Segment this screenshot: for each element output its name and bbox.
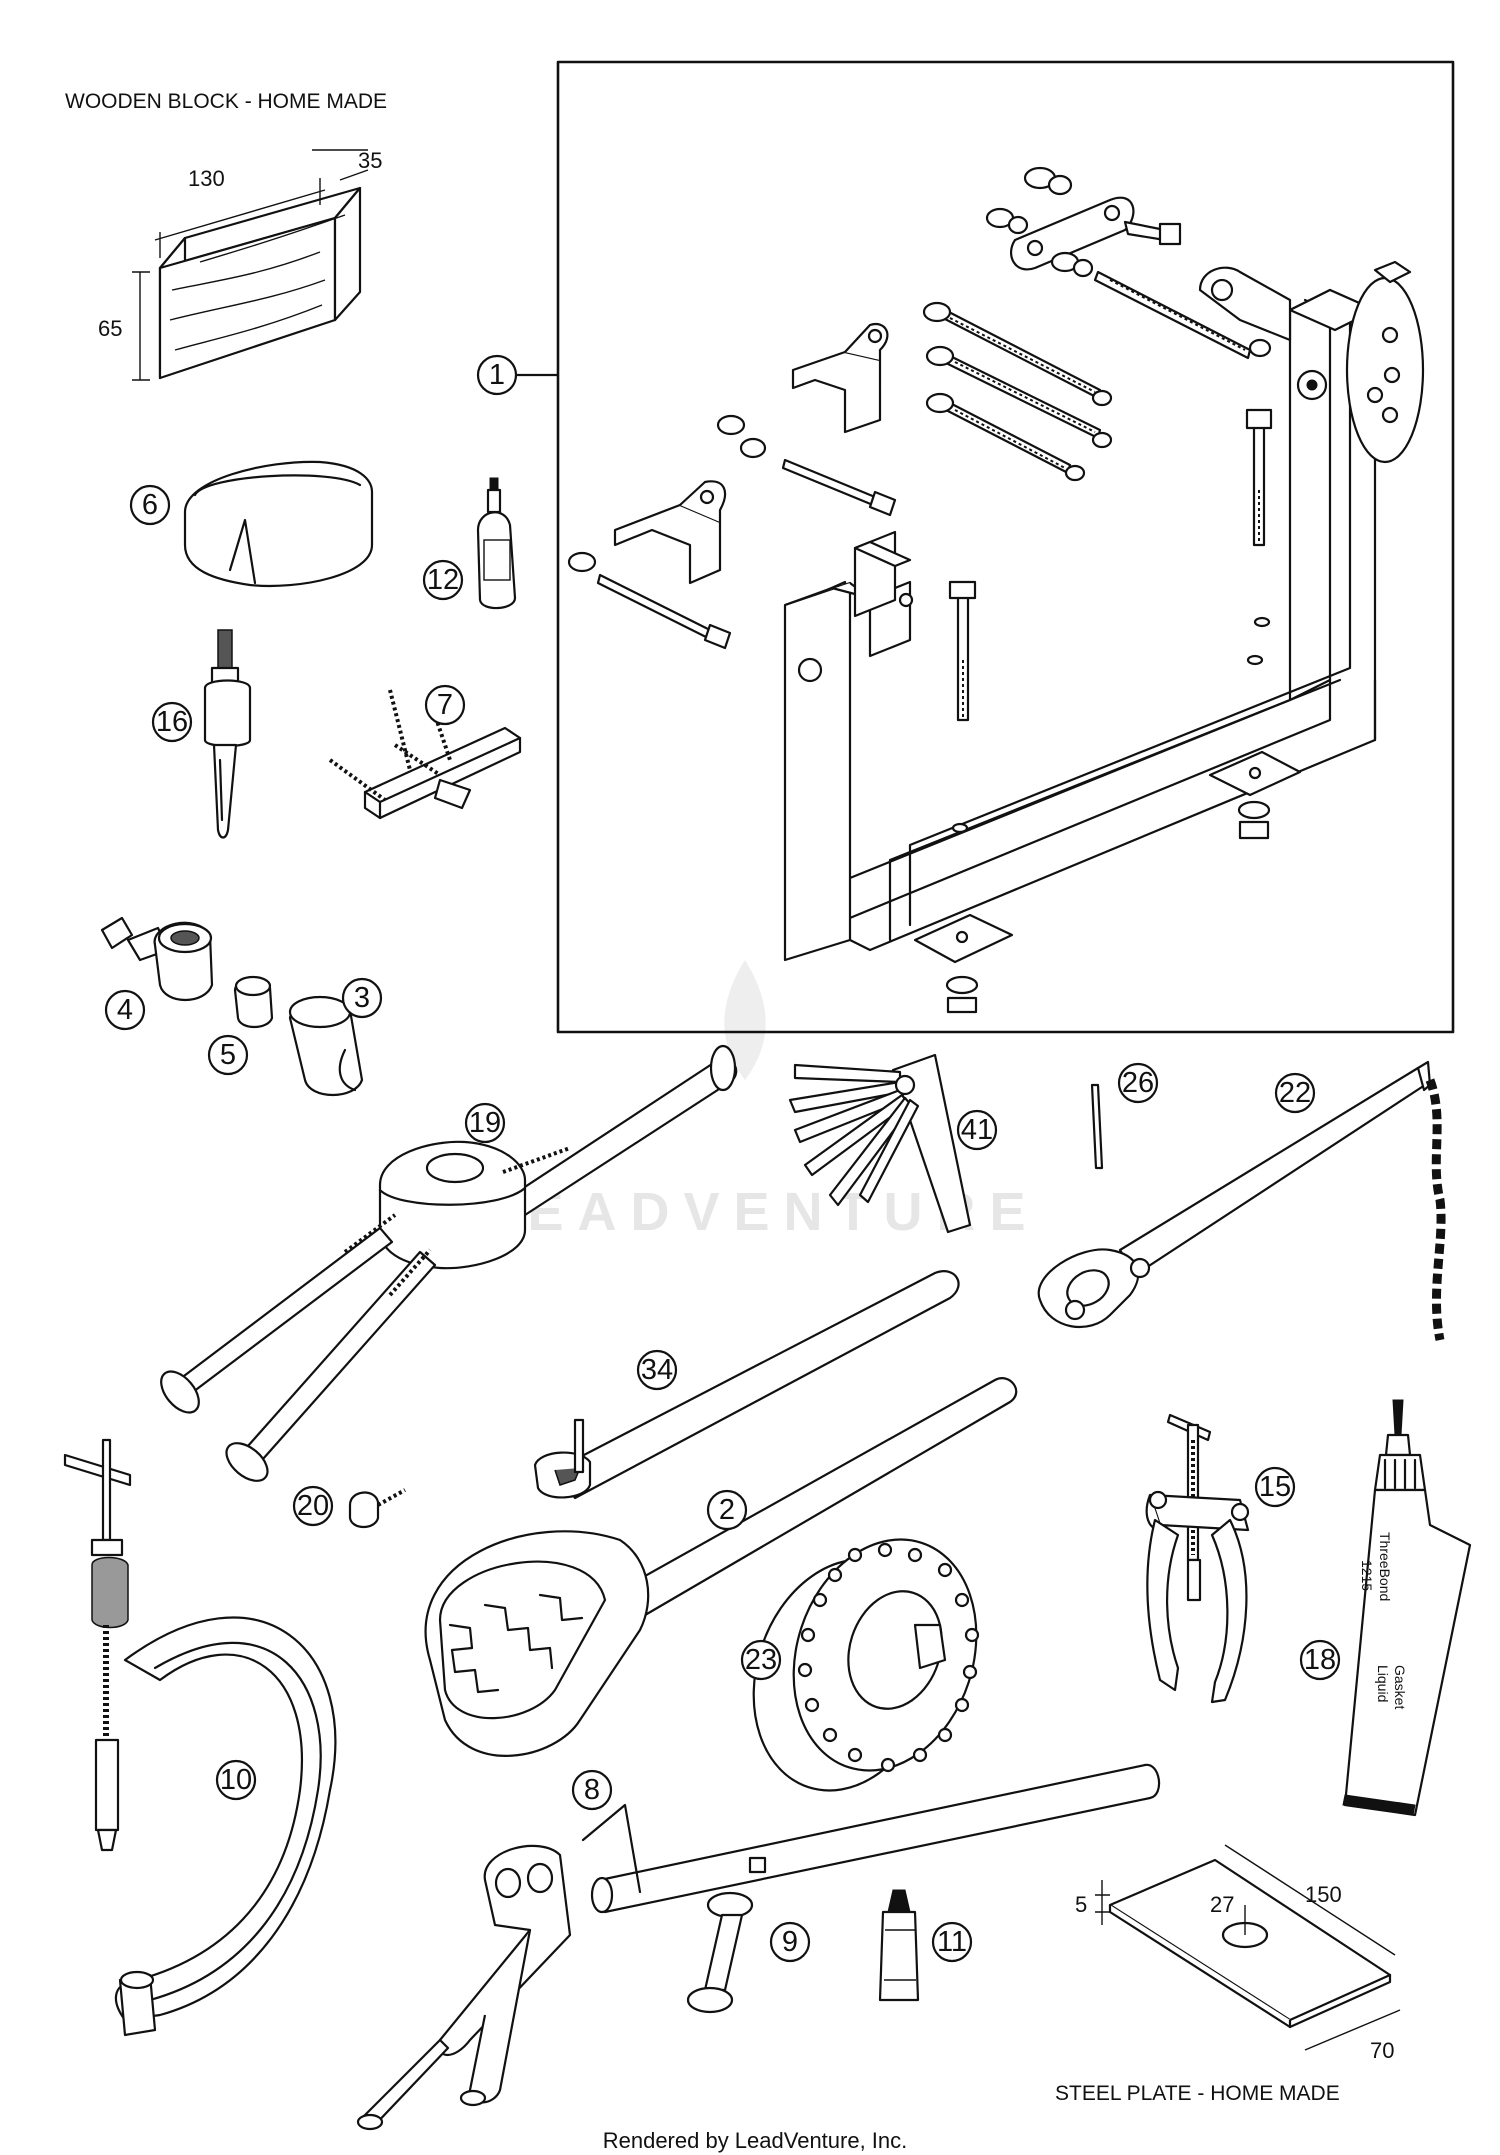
svg-text:22: 22: [1279, 1077, 1311, 1109]
svg-text:19: 19: [469, 1107, 501, 1139]
callout-2: 2: [706, 1489, 748, 1531]
vial-11: 11: [878, 1889, 973, 2002]
svg-text:11: 11: [937, 1926, 967, 1958]
screw-20: 20: [292, 1485, 406, 1529]
callout-7: 7: [424, 684, 466, 726]
callout-11: 11: [931, 1921, 973, 1963]
svg-text:1: 1: [489, 359, 505, 391]
flywheel-23: 23: [740, 1538, 980, 1792]
svg-text:4: 4: [117, 994, 133, 1026]
holder-2: 2: [424, 1377, 1018, 1757]
puller-7: 7: [328, 684, 522, 820]
steel-plate-label: STEEL PLATE - HOME MADE: [1055, 2082, 1340, 2105]
footer-credit: Rendered by LeadVenture, Inc.: [603, 2128, 908, 2153]
callout-1: 1: [476, 354, 518, 396]
dim-block-height: 65: [98, 316, 122, 341]
pin-26: 26: [1090, 1062, 1159, 1170]
svg-text:16: 16: [156, 706, 188, 738]
callout-12: 12: [422, 559, 464, 601]
tube-brand: ThreeBond: [1377, 1532, 1393, 1601]
callout-3: 3: [341, 977, 383, 1019]
tube-line2: Liquid: [1375, 1665, 1391, 1702]
dim-plate-hole: 27: [1210, 1892, 1234, 1917]
tools-3-4-5: 4 5 3: [100, 916, 383, 1097]
callout-4: 4: [104, 989, 146, 1031]
callout-18: 18: [1299, 1639, 1341, 1681]
tool-19: 19: [160, 1044, 738, 1482]
svg-text:5: 5: [220, 1039, 236, 1071]
svg-text:2: 2: [719, 1494, 735, 1526]
dim-block-depth: 35: [358, 148, 382, 173]
svg-text:26: 26: [1122, 1067, 1154, 1099]
callout-23: 23: [740, 1639, 782, 1681]
callout-19: 19: [464, 1102, 506, 1144]
tool-9: 9: [686, 1891, 811, 2014]
chain-wrench-22: 22: [1037, 1060, 1446, 1341]
svg-text:9: 9: [782, 1926, 798, 1958]
callout-16: 16: [151, 701, 193, 743]
callout-9: 9: [769, 1921, 811, 1963]
steel-plate: 5 27 150 70 STEEL PLATE - HOME MADE: [1055, 1844, 1401, 2105]
tube-number: 1215: [1359, 1560, 1375, 1591]
callout-34: 34: [636, 1349, 678, 1391]
studs: [922, 301, 1113, 482]
svg-text:6: 6: [142, 489, 158, 521]
svg-text:23: 23: [745, 1644, 777, 1676]
puller-15: 15: [1145, 1413, 1296, 1704]
wooden-block: WOODEN BLOCK - HOME MADE 130 35 65: [65, 90, 387, 381]
svg-text:34: 34: [641, 1354, 673, 1386]
callout-6: 6: [129, 484, 171, 526]
svg-text:41: 41: [961, 1114, 993, 1146]
feeler-gauge-41: 41: [788, 1053, 998, 1234]
dim-plate-length: 150: [1305, 1882, 1342, 1907]
callout-22: 22: [1274, 1072, 1316, 1114]
svg-text:8: 8: [584, 1774, 600, 1806]
tube-line1: Gasket: [1392, 1665, 1408, 1709]
ring-6: 6: [129, 460, 374, 588]
compressor-10: 10: [63, 1438, 337, 2037]
callout-26: 26: [1117, 1062, 1159, 1104]
callout-15: 15: [1254, 1466, 1296, 1508]
bottle-12: 12: [422, 477, 517, 610]
svg-text:12: 12: [427, 564, 459, 596]
svg-text:18: 18: [1304, 1644, 1336, 1676]
callout-5: 5: [207, 1034, 249, 1076]
svg-text:10: 10: [220, 1764, 252, 1796]
callout-10: 10: [215, 1759, 257, 1801]
callout-8: 8: [571, 1769, 613, 1811]
flywheel-holes: [797, 1542, 980, 1773]
svg-text:15: 15: [1259, 1471, 1291, 1503]
dim-plate-thickness: 5: [1075, 1892, 1087, 1917]
svg-text:7: 7: [437, 689, 453, 721]
engine-stand-box: 1: [476, 60, 1455, 1034]
svg-text:20: 20: [297, 1490, 329, 1522]
svg-text:3: 3: [354, 982, 370, 1014]
callout-41: 41: [956, 1109, 998, 1151]
holder-8: 8: [356, 1763, 1161, 2131]
dim-block-length: 130: [188, 166, 225, 191]
dim-plate-width: 70: [1370, 2038, 1394, 2063]
tube-18: ThreeBond 1215 Gasket Liquid 18: [1299, 1399, 1472, 1817]
wooden-block-label: WOODEN BLOCK - HOME MADE: [65, 90, 387, 113]
holder-34: 34: [533, 1270, 960, 1500]
callout-20: 20: [292, 1485, 334, 1527]
puller-16: 16: [151, 629, 252, 839]
